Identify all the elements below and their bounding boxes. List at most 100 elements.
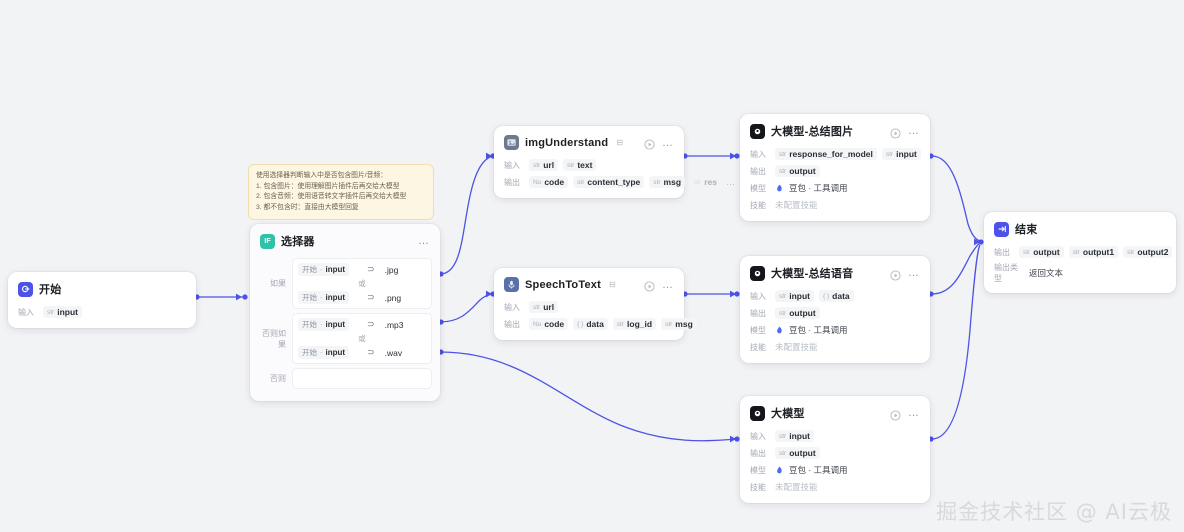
more-icon[interactable]: …	[662, 136, 674, 149]
ref-source: 开始	[302, 265, 317, 274]
row-label: 输出	[504, 319, 520, 329]
node-end[interactable]: 结束 输出 str output str output1 str output2	[984, 212, 1176, 293]
node-img-understand[interactable]: imgUnderstand ⊟ … 输入 str url str text	[494, 126, 735, 198]
node-header-actions[interactable]: …	[890, 267, 920, 281]
variable-chip: str output2	[1123, 246, 1173, 258]
variable-chip: str url	[529, 159, 559, 171]
node-llm-summarize-image[interactable]: 大模型-总结图片 … 输入 str response_for_model str…	[740, 114, 930, 221]
run-icon[interactable]	[644, 137, 655, 150]
run-icon[interactable]	[644, 279, 655, 292]
run-icon[interactable]	[890, 408, 901, 421]
condition-reference: 开始 - input	[298, 318, 350, 331]
row-label: 模型	[750, 325, 766, 335]
io-row-input: 输入 str input { } data	[750, 289, 920, 303]
variable-chip: str output	[775, 165, 820, 177]
variable-chip-overflow: str res	[690, 176, 722, 188]
condition-row: 开始 - input ⊃ .png	[298, 290, 426, 305]
run-icon[interactable]	[890, 268, 901, 281]
variable-type: str	[779, 432, 787, 440]
io-row-output: 输出 Nu code { } data str log_id str msg	[504, 317, 697, 331]
variable-chip: str msg	[649, 176, 686, 188]
variable-chip: str output1	[1068, 246, 1119, 258]
io-row-output: 输出 str output	[750, 164, 920, 178]
condition-card-empty[interactable]	[292, 368, 432, 389]
variable-type: str	[885, 150, 894, 158]
io-row-output: 输出 Nu code str content_type str msg str …	[504, 175, 735, 189]
variable-chip: str url	[529, 301, 559, 313]
row-label: 输入	[750, 291, 766, 301]
skill-row: 技能 未配置技能	[750, 198, 920, 212]
variable-chip: str output	[1019, 246, 1064, 258]
variable-type: str	[47, 308, 55, 316]
variable-name: output	[789, 448, 816, 458]
ref-field: input	[325, 320, 346, 329]
row-label: 输出	[750, 166, 766, 176]
row-label: 技能	[750, 342, 766, 352]
run-icon[interactable]	[890, 126, 901, 139]
llm-icon	[750, 405, 765, 421]
variable-name: content_type	[587, 177, 641, 187]
node-llm-default[interactable]: 大模型 … 输入 str input 输出 str output	[740, 396, 930, 503]
variable-type: str	[533, 161, 541, 169]
variable-type: str	[779, 167, 787, 175]
variable-name: code	[544, 319, 565, 329]
plugin-img-icon	[504, 135, 519, 150]
variable-name: res	[704, 177, 718, 187]
condition-value: .mp3	[384, 319, 404, 330]
variable-type: str	[694, 178, 702, 186]
io-row-output: 输出 str output str output1 str output2	[994, 245, 1173, 259]
io-row-output: 输出 str output	[750, 446, 920, 460]
variable-type: Nu	[533, 178, 542, 186]
more-icon[interactable]: …	[908, 267, 920, 279]
variable-type: str	[577, 178, 585, 186]
more-icon[interactable]: …	[418, 235, 430, 247]
condition-card[interactable]: 开始 - input ⊃ .jpg 或 开始 - input	[292, 258, 432, 309]
edge-selector-to-img	[439, 155, 493, 275]
node-header-actions[interactable]: …	[644, 136, 674, 150]
node-selector-header: IF 选择器 …	[250, 224, 440, 254]
variable-name: url	[543, 160, 555, 170]
node-header: 结束	[984, 212, 1176, 242]
more-icon[interactable]: …	[908, 407, 920, 419]
variable-chip: { } data	[819, 290, 854, 302]
saved-icon: ⊟	[616, 138, 623, 147]
condition-value: .jpg	[384, 264, 399, 275]
row-label: 输出类型	[994, 263, 1018, 283]
node-selector[interactable]: IF 选择器 … 如果 开始 - input ⊃ .jpg	[250, 224, 440, 401]
condition-reference: 开始 - input	[298, 291, 350, 304]
variable-type: str	[533, 303, 541, 311]
condition-card[interactable]: 开始 - input ⊃ .mp3 或 开始 - input	[292, 313, 432, 364]
variable-chip: str input	[775, 430, 815, 442]
variable-name: data	[586, 319, 604, 329]
node-header-actions[interactable]: …	[890, 407, 920, 421]
watermark: 掘金技术社区 @ AI云极	[936, 500, 1172, 524]
node-start-rows: 输入 str input	[8, 305, 196, 328]
output-mode-value: 返回文本	[1029, 268, 1064, 278]
skill-row: 技能 未配置技能	[750, 340, 920, 354]
row-more-icon[interactable]: …	[726, 177, 736, 187]
ref-field: input	[325, 348, 346, 357]
row-label: 技能	[750, 200, 766, 210]
more-icon[interactable]: …	[662, 278, 674, 291]
node-start[interactable]: 开始 输入 str input	[8, 272, 196, 328]
more-icon[interactable]: …	[908, 125, 920, 137]
row-label: 输入	[18, 307, 34, 317]
branch-if: 如果 开始 - input ⊃ .jpg 或 开始	[258, 258, 432, 309]
variable-name: log_id	[627, 319, 653, 329]
variable-chip: str input	[881, 148, 921, 160]
variable-type: str	[653, 178, 661, 186]
node-speech-to-text[interactable]: SpeechToText ⊟ … 输入 str url 输出 Nu	[494, 268, 697, 340]
condition-join: 或	[358, 334, 366, 343]
node-header-actions[interactable]: …	[890, 125, 920, 139]
node-llm-summarize-audio[interactable]: 大模型-总结语音 … 输入 str input { } data	[740, 256, 930, 363]
ref-source: 开始	[302, 293, 317, 302]
node-header-actions[interactable]: …	[418, 235, 430, 247]
ref-separator: -	[320, 293, 323, 302]
skill-row: 技能 未配置技能	[750, 480, 920, 494]
node-header-actions[interactable]: …	[644, 278, 674, 292]
comment-note[interactable]: 使用选择器判断输入中是否包含图片/音频： 1. 包含图片：使用理解图片插件后再交…	[248, 164, 434, 221]
io-row-output: 输出 str output	[750, 306, 920, 320]
condition-value: .wav	[384, 347, 403, 358]
node-header: 大模型-总结图片 …	[740, 114, 930, 144]
